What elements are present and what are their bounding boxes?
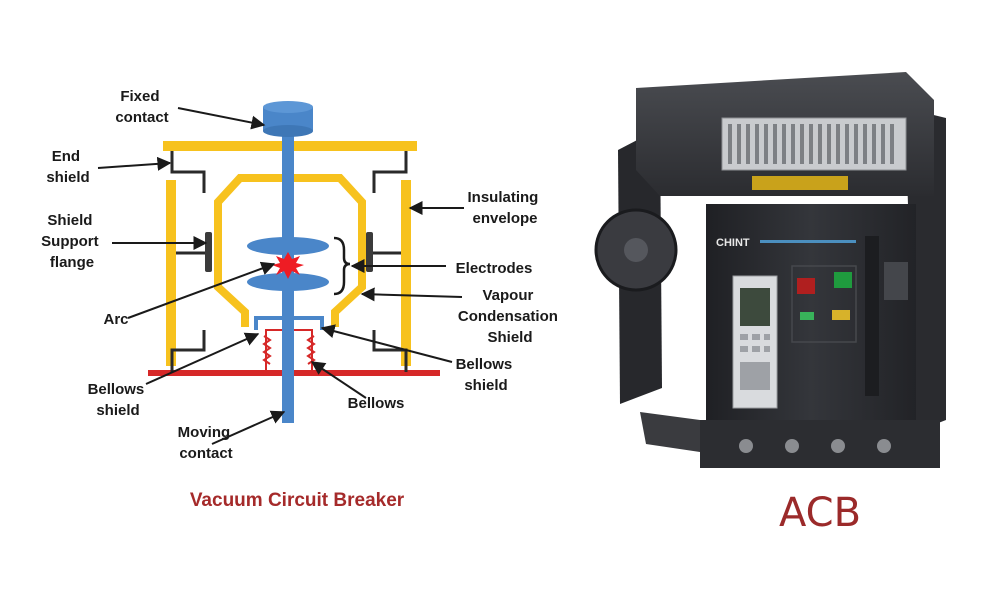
label-arc: Arc <box>103 311 128 328</box>
trip-unit-display <box>740 288 770 326</box>
breaker-bottom-base <box>700 420 940 468</box>
off-button <box>797 278 815 294</box>
label-fixed-contact: Fixed contact <box>115 88 168 126</box>
vcb-diagram: Fixed contact End shield Shield Support … <box>41 88 562 511</box>
diagram-caption: Vacuum Circuit Breaker <box>190 490 405 511</box>
base-bolts <box>739 439 891 453</box>
label-end-shield: End shield <box>46 148 89 186</box>
status-indicator-green <box>800 312 814 320</box>
label-moving-contact: Moving contact <box>178 424 235 462</box>
label-vapour-condensation-shield: Vapour Condensation Shield <box>458 287 562 346</box>
terminal-slots <box>728 124 894 164</box>
envelope-right-wall <box>401 180 411 366</box>
label-bellows-shield-right: Bellows shield <box>456 356 517 394</box>
envelope-left-wall <box>166 180 176 366</box>
leader-vapour-shield <box>360 287 463 302</box>
end-shield-top-right <box>372 151 408 193</box>
label-insulating-envelope: Insulating envelope <box>467 189 542 227</box>
label-electrodes: Electrodes <box>456 260 533 277</box>
fixed-contact-bottom <box>263 125 313 137</box>
trip-unit-buttons <box>740 334 770 390</box>
rating-nameplate <box>884 262 908 300</box>
control-panel-frame <box>791 265 857 343</box>
arc-icon <box>272 252 304 279</box>
brand-logo: CHINT <box>716 237 750 249</box>
photo-caption: ACB <box>779 490 861 536</box>
leader-fixed-contact <box>177 107 266 130</box>
flange-right <box>366 232 373 272</box>
leader-moving-contact <box>211 410 286 445</box>
warning-label <box>752 176 848 190</box>
on-button <box>834 272 852 288</box>
charging-handle <box>865 236 879 396</box>
electrode-upper <box>247 237 329 255</box>
fixed-contact-top <box>263 101 313 113</box>
leader-arc <box>127 261 276 319</box>
air-circuit-breaker-photo: CHINT <box>594 72 946 468</box>
brand-stripe <box>760 240 856 243</box>
electrode-lower <box>247 273 329 291</box>
end-shield-top-left <box>170 151 206 193</box>
label-bellows: Bellows <box>348 395 405 412</box>
label-bellows-shield-left: Bellows shield <box>88 381 149 419</box>
leader-bellows-shield-left <box>145 332 260 385</box>
leader-end-shield <box>97 156 172 171</box>
electrodes-brace <box>333 236 351 296</box>
breaker-feet <box>640 412 700 452</box>
leader-bellows-shield-right <box>320 324 453 363</box>
status-indicator-yellow <box>832 310 850 320</box>
end-shield-bottom-left <box>170 330 206 372</box>
end-shield-bottom-right <box>372 330 408 372</box>
side-wheel-hub-icon <box>624 238 648 262</box>
label-shield-support-flange: Shield Support flange <box>41 212 103 271</box>
leader-bellows <box>310 361 367 399</box>
flange-left <box>205 232 212 272</box>
